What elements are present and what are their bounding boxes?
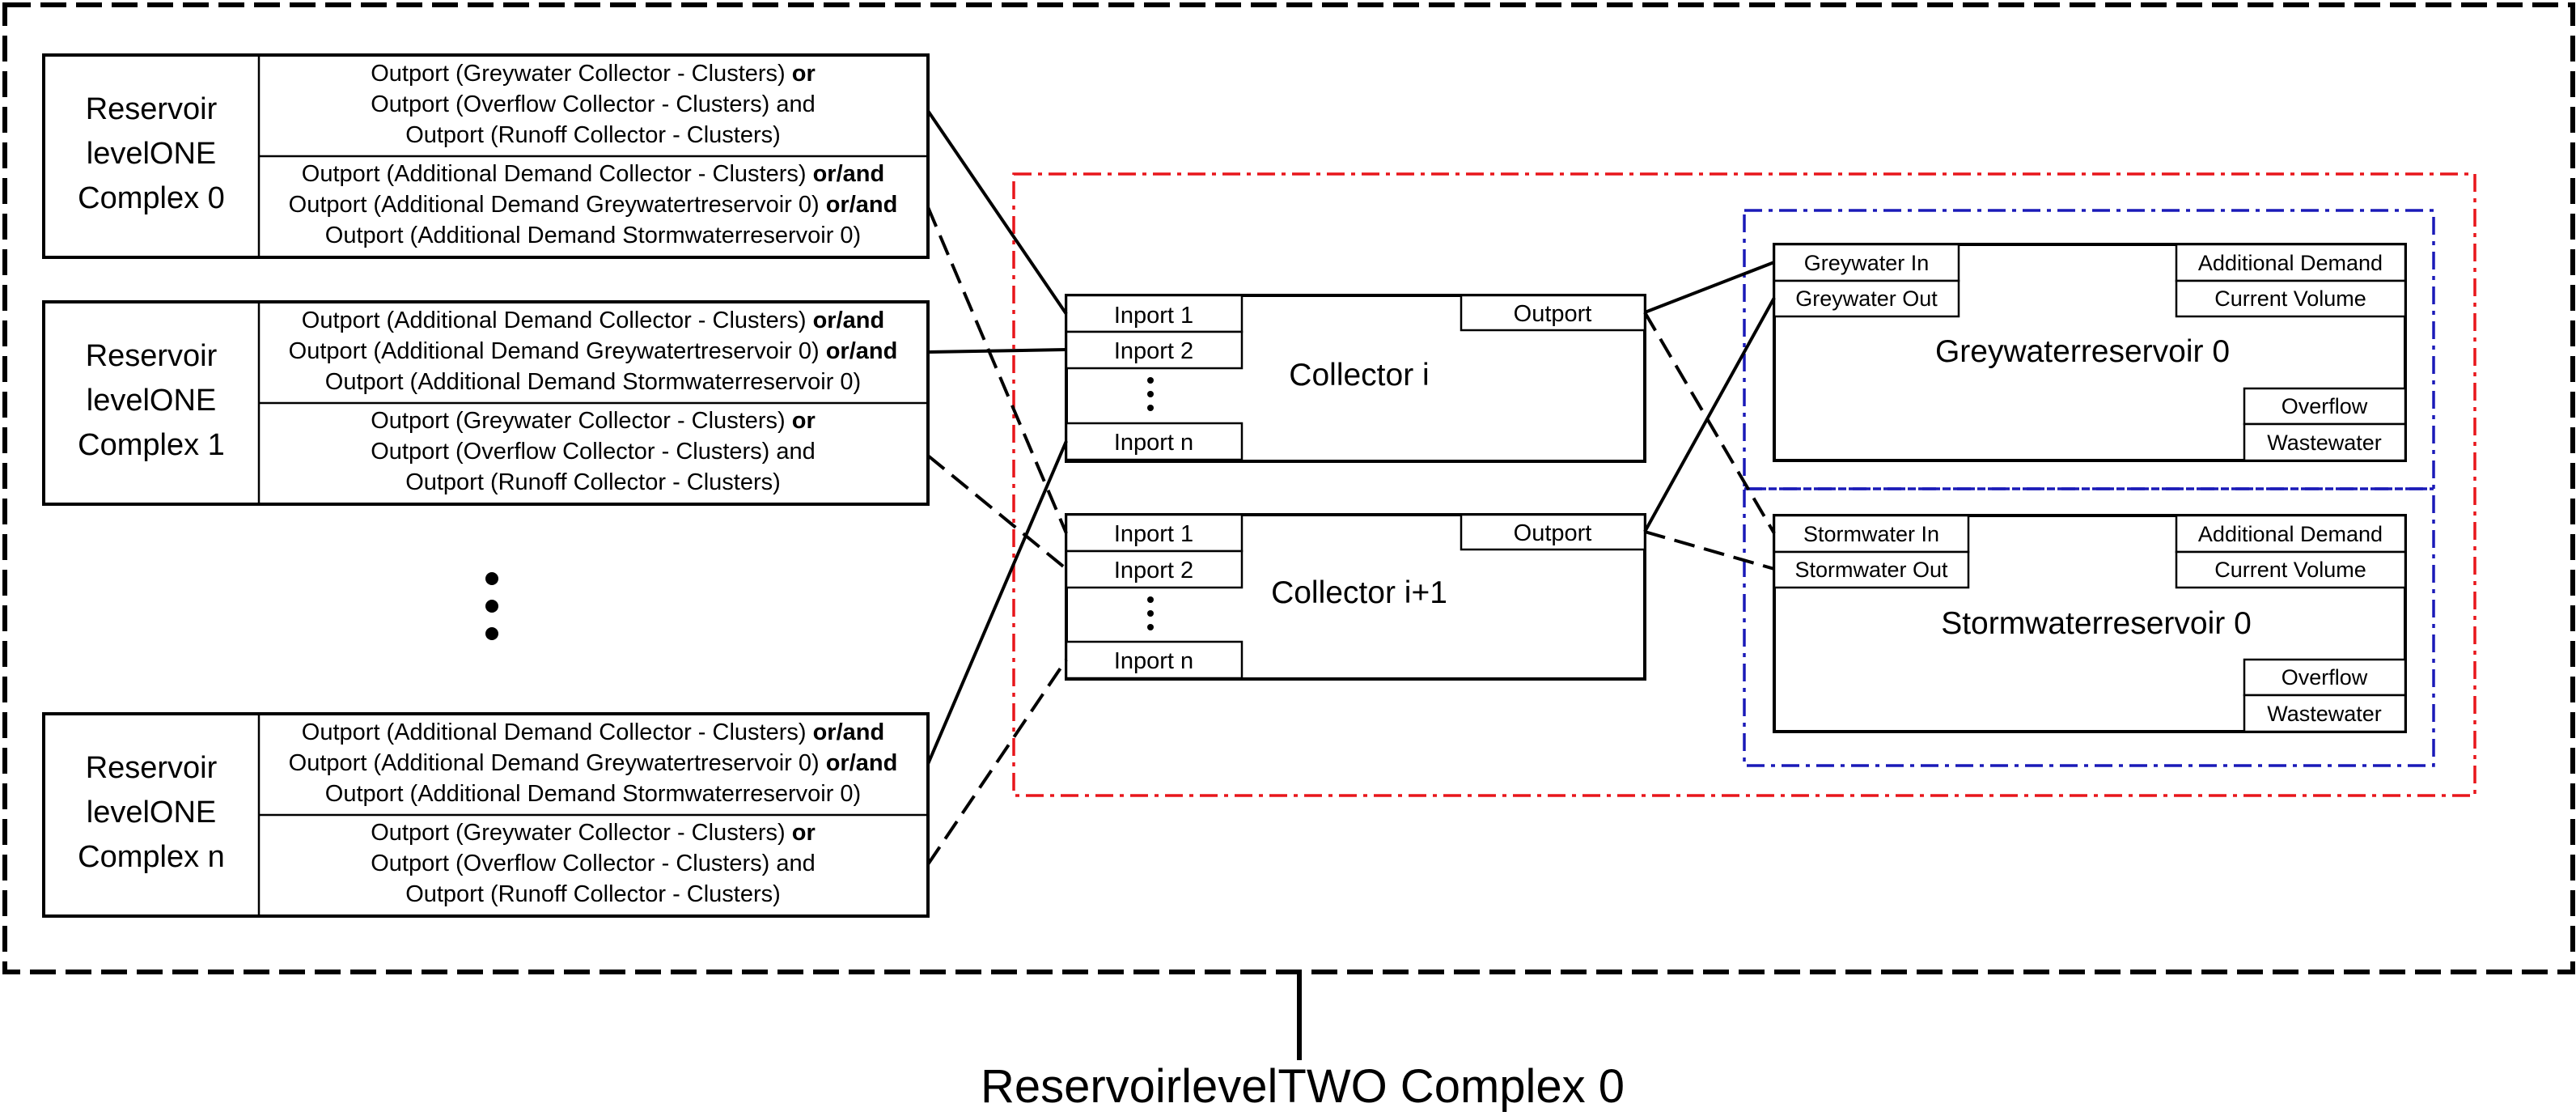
connector-dashed xyxy=(926,658,1068,866)
complex-name-line: Complex 0 xyxy=(78,181,225,215)
port-text-line: Outport (Additional Demand Greywatertres… xyxy=(289,750,898,776)
port-text-line: Outport (Overflow Collector - Clusters) … xyxy=(371,439,816,465)
collector-name: Collector i xyxy=(1289,358,1429,393)
outport-label: Outport xyxy=(1514,520,1592,546)
port-label: Additional Demand xyxy=(2198,251,2383,275)
inport-label: Inport 1 xyxy=(1114,521,1193,547)
greywater-reservoir: Greywater In Greywater Out Additional De… xyxy=(1773,243,2407,462)
port-text-line: Outport (Overflow Collector - Clusters) … xyxy=(371,851,816,876)
complex-name-line: Complex 1 xyxy=(78,428,225,462)
connector-solid xyxy=(926,440,1068,765)
port-text-line: Outport (Runoff Collector - Clusters) xyxy=(405,469,781,495)
connector-dashed xyxy=(926,206,1068,534)
port-text-line: Outport (Additional Demand Collector - C… xyxy=(302,719,884,745)
port-text-line: Outport (Additional Demand Collector - C… xyxy=(302,308,884,333)
port-label: Overflow xyxy=(2282,665,2368,690)
inport-label: Inport n xyxy=(1114,430,1193,456)
port-label: Wastewater xyxy=(2267,702,2382,726)
port-text-line: Outport (Overflow Collector - Clusters) … xyxy=(371,91,816,117)
levelone-complex-1: Reservoir levelONE Complex 1 Outport (Ad… xyxy=(42,300,930,506)
inport-label: Inport 2 xyxy=(1114,558,1193,583)
collector-name: Collector i+1 xyxy=(1271,575,1447,610)
stormwater-reservoir: Stormwater In Stormwater Out Additional … xyxy=(1773,514,2407,733)
complex-name-line: levelONE xyxy=(87,137,217,171)
levelone-complex-n: Reservoir levelONE Complex n Outport (Ad… xyxy=(42,712,930,918)
complex-name-line: Reservoir xyxy=(86,92,218,126)
complex-name-line: Reservoir xyxy=(86,339,218,373)
stormwater-group-boundary xyxy=(1743,487,2435,767)
port-label: Additional Demand xyxy=(2198,522,2383,546)
connector-solid xyxy=(926,109,1068,316)
connector-solid xyxy=(927,348,1067,354)
port-text-line: Outport (Additional Demand Collector - C… xyxy=(302,161,884,187)
port-text-line: Outport (Additional Demand Greywatertres… xyxy=(289,338,898,364)
port-text-line: Outport (Runoff Collector - Clusters) xyxy=(405,122,781,148)
inport-label: Greywater In xyxy=(1804,251,1930,275)
levelTWO-boundary xyxy=(2,2,2575,974)
collector-i-plus-1: Inport 1 Inport 2 Inport n Outport Colle… xyxy=(1065,513,1646,681)
inport-label: Stormwater In xyxy=(1803,522,1939,546)
boundary-label: ReservoirlevelTWO Complex 0 xyxy=(981,1060,1625,1113)
greywater-group-boundary xyxy=(1743,209,2435,490)
port-label: Current Volume xyxy=(2214,286,2366,311)
collector-i: Inport 1 Inport 2 Inport n Outport Colle… xyxy=(1065,294,1646,463)
port-text-line: Outport (Additional Demand Stormwaterres… xyxy=(325,223,861,248)
port-text-line: Outport (Additional Demand Greywatertres… xyxy=(289,192,898,218)
port-label: Wastewater xyxy=(2267,431,2382,455)
reservoir-name: Greywaterreservoir 0 xyxy=(1935,334,2230,369)
connector-solid xyxy=(1644,261,1775,314)
inport-label: Inport 2 xyxy=(1114,338,1193,364)
complex-name-line: Complex n xyxy=(78,840,225,874)
port-label: Overflow xyxy=(2282,394,2368,418)
levelone-complex-0: Reservoir levelONE Complex 0 Outport (Gr… xyxy=(42,53,930,259)
port-text-line: Outport (Greywater Collector - Clusters)… xyxy=(371,61,816,87)
port-label: Current Volume xyxy=(2214,558,2366,582)
connector-dashed xyxy=(926,454,1068,571)
inport-label: Inport 1 xyxy=(1114,303,1193,329)
connector-solid xyxy=(1643,297,1776,533)
outport-label: Greywater Out xyxy=(1795,286,1938,311)
connector-dashed xyxy=(1644,530,1775,571)
port-text-line: Outport (Greywater Collector - Clusters)… xyxy=(371,408,816,434)
port-text-line: Outport (Greywater Collector - Clusters)… xyxy=(371,820,816,846)
port-text-line: Outport (Additional Demand Stormwaterres… xyxy=(325,369,861,395)
inport-label: Inport n xyxy=(1114,648,1193,674)
outport-label: Outport xyxy=(1514,301,1592,327)
connector-dashed xyxy=(1643,311,1776,535)
port-text-line: Outport (Additional Demand Stormwaterres… xyxy=(325,781,861,807)
collector-group-boundary xyxy=(1012,172,2476,797)
complex-name-line: levelONE xyxy=(87,384,217,418)
complex-name-line: levelONE xyxy=(87,796,217,830)
outport-label: Stormwater Out xyxy=(1794,558,1948,582)
reservoir-name: Stormwaterreservoir 0 xyxy=(1941,606,2252,641)
complex-name-line: Reservoir xyxy=(86,751,218,785)
port-text-line: Outport (Runoff Collector - Clusters) xyxy=(405,881,781,907)
more-complexes-ellipsis xyxy=(485,572,498,640)
